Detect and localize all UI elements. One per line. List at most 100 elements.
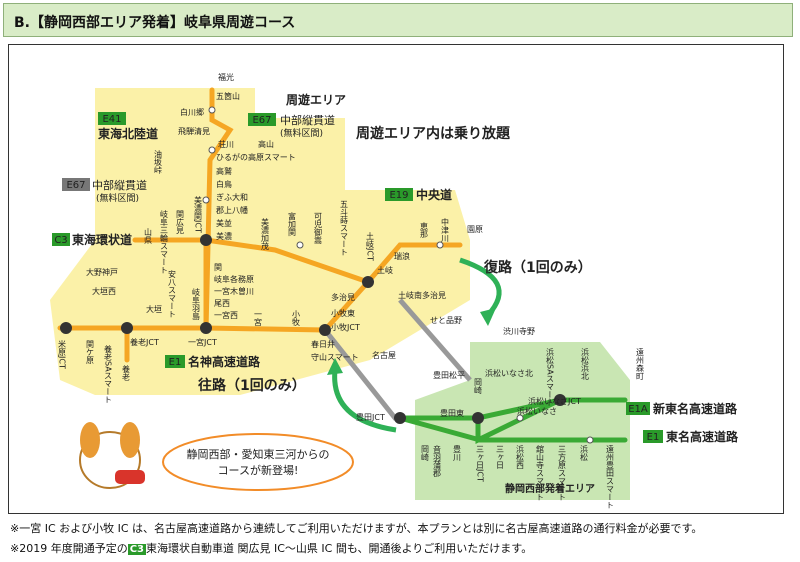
ic-marker — [208, 146, 216, 154]
e1-code: E1 — [647, 432, 660, 443]
footnote-2-prefix: ※2019 年度開通予定の — [10, 542, 128, 555]
place-label: 音羽蒲郡 — [433, 444, 442, 478]
free-ride-label: 周遊エリア内は乗り放題 — [356, 125, 511, 142]
place-label: 土岐南多治見 — [398, 290, 446, 300]
e19-badge — [385, 188, 413, 201]
yellow-area-label: 周遊エリア — [286, 92, 346, 107]
car-icon — [115, 470, 145, 484]
place-label: 舘山寺スマート — [536, 444, 545, 501]
out-route-label: 往路（1回のみ） — [198, 377, 306, 394]
place-label: 油坂峠 — [154, 149, 163, 175]
footnote-1: ※一宮 IC および小牧 IC は、名古屋高速道路から連続してご利用いただけます… — [10, 522, 703, 535]
place-label: 美濃 — [216, 231, 232, 241]
ic-marker — [208, 106, 216, 114]
place-label: 浜松西 — [516, 444, 525, 470]
ic-marker — [202, 196, 210, 204]
e1m-badge — [165, 355, 185, 368]
place-label: 山県 — [144, 227, 153, 245]
jct-marker — [319, 324, 331, 336]
place-label: 高鷲 — [216, 166, 232, 176]
road-e1m-line — [57, 325, 328, 333]
place-label: 守山スマート — [311, 352, 359, 362]
place-label: 豊田JCT — [356, 412, 385, 422]
place-label: 関ケ原 — [86, 340, 95, 364]
place-label: 白鳥 — [216, 179, 232, 189]
place-label: 大野神戸 — [86, 267, 118, 277]
e67a-name: 中部縦貫道 — [280, 113, 335, 127]
place-label: 豊田松平 — [433, 370, 465, 380]
place-label: 春日井 — [311, 339, 335, 349]
place-label: 浜松SAスマート — [546, 347, 555, 407]
place-label: 大垣 — [146, 304, 162, 314]
e1a-badge — [626, 402, 650, 415]
e1a-code: E1A — [628, 404, 648, 415]
road-grey-connector-2 — [398, 298, 472, 382]
place-label: 園原 — [467, 225, 483, 234]
jct-marker — [121, 322, 133, 334]
place-label: 岡崎 — [474, 378, 483, 394]
return-route-arrowhead — [480, 308, 496, 326]
e1a-name: 新東名高速道路 — [653, 401, 738, 416]
jct-marker — [200, 234, 212, 246]
place-label: 岡崎 — [421, 445, 430, 461]
place-label: 三方原スマート — [558, 445, 567, 501]
page-header: B.【静岡西部エリア発着】岐阜県周遊コース — [3, 3, 793, 37]
e67b-sub: (無料区間) — [96, 192, 139, 204]
place-label: ひるがの高原スマート — [216, 152, 296, 162]
e41-name: 東海北陸道 — [98, 126, 158, 141]
jct-marker — [362, 276, 374, 288]
out-route-arrow — [332, 369, 397, 433]
place-label: 小牧JCT — [331, 322, 360, 332]
page-title: B.【静岡西部エリア発着】岐阜県周遊コース — [14, 15, 296, 31]
place-label: 荘川 — [218, 139, 234, 149]
yellow-area — [50, 88, 470, 395]
bubble-line-1: 静岡西部・愛知東三河からの — [187, 447, 330, 461]
place-label: 浜松いなさ — [517, 406, 557, 416]
place-label: 岐阜羽島 — [192, 287, 201, 321]
place-label: 大垣西 — [92, 286, 116, 296]
e67a-badge — [248, 113, 276, 126]
place-label: ぎふ大和 — [216, 192, 248, 202]
e67a-sub: (無料区間) — [280, 127, 323, 139]
jct-marker — [394, 412, 406, 424]
place-label: 土岐JCT — [366, 231, 375, 261]
place-label: 福光 — [218, 72, 234, 82]
place-label: 白川郷 — [180, 107, 204, 117]
e1m-name: 名神高速道路 — [188, 354, 261, 369]
c3-name: 東海環状道 — [72, 232, 132, 247]
ic-marker — [436, 241, 444, 249]
place-label: 美並 — [216, 218, 232, 228]
road-mikkabi-line — [475, 397, 563, 445]
road-c3-line — [132, 237, 463, 285]
jct-marker — [200, 322, 212, 334]
e1m-code: E1 — [169, 357, 182, 368]
e19-name: 中央道 — [416, 187, 452, 202]
e1-badge — [643, 430, 663, 443]
e19-code: E19 — [389, 190, 408, 201]
place-label: 浜松いなさJCT — [528, 396, 581, 406]
place-label: 浜松 — [580, 444, 589, 462]
place-label: 豊田東 — [440, 408, 464, 418]
out-route-arrowhead — [327, 358, 343, 375]
e67a-code: E67 — [252, 115, 271, 126]
place-label: 土岐 — [377, 265, 393, 275]
place-label: 一宮木曽川 — [214, 286, 254, 296]
place-label: 名古屋 — [372, 350, 396, 360]
place-label: 三ヶ日 — [496, 445, 505, 470]
place-label: 小牧 — [292, 310, 301, 327]
place-label: 一宮JCT — [188, 337, 217, 347]
c3-badge-inline: C3 — [127, 544, 147, 555]
place-label: 岐阜三輪スマート — [160, 209, 169, 274]
place-label: 豊川 — [453, 444, 462, 461]
jct-marker — [554, 394, 566, 406]
place-label: 関 — [214, 263, 222, 272]
c3-code: C3 — [54, 235, 67, 246]
e67b-name: 中部縦貫道 — [92, 178, 147, 192]
e41-badge — [98, 112, 126, 125]
map-frame — [8, 44, 784, 514]
place-label: 岐阜各務原 — [214, 274, 254, 284]
place-label: 可児御嵩 — [314, 212, 323, 245]
jct-marker — [60, 322, 72, 334]
